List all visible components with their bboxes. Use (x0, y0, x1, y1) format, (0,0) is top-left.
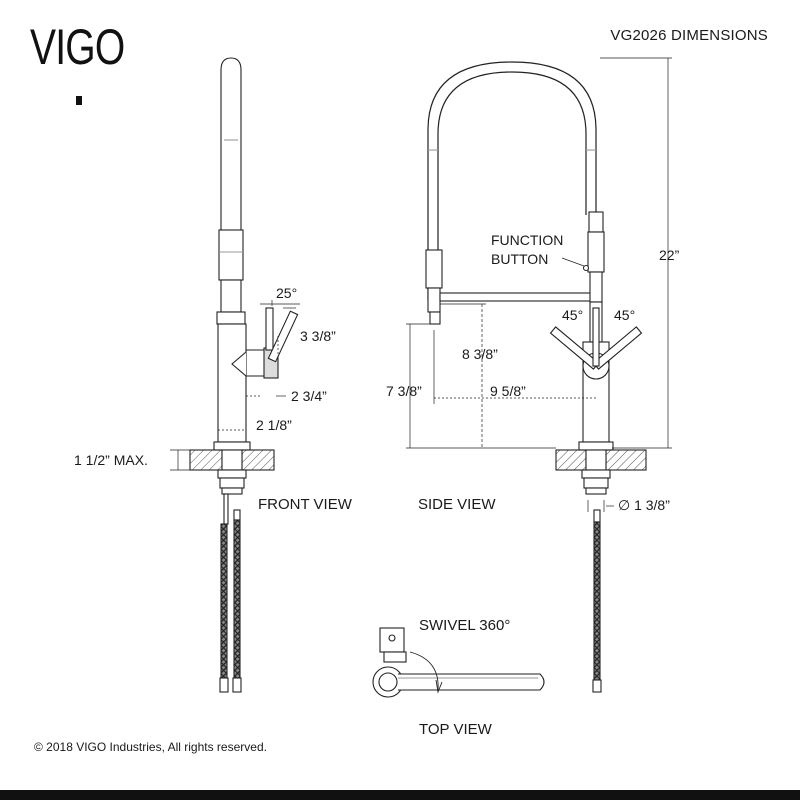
swivel-label: SWIVEL 360° (419, 617, 511, 634)
spout-clearance-label: 7 3/8” (386, 383, 422, 399)
spout-height-label: 8 3/8” (462, 346, 498, 362)
base-width-label: 2 1/8” (256, 417, 292, 433)
spout-reach-label: 9 5/8” (490, 383, 526, 399)
handle-offset-label: 2 3/4” (291, 388, 327, 404)
top-view-label: TOP VIEW (419, 721, 492, 738)
front-view-dimensions (170, 300, 300, 471)
angle-25-label: 25° (276, 285, 298, 301)
handle-height-label: 3 3/8” (300, 328, 336, 344)
vigo-logo: VIGO (30, 19, 125, 75)
front-view-label: FRONT VIEW (258, 496, 352, 513)
angle-left-label: 45° (562, 307, 584, 323)
angle-right-label: 45° (614, 307, 636, 323)
top-view-faucet (372, 627, 545, 698)
function-button-label-line1: FUNCTION (491, 232, 564, 248)
function-button-label-line2: BUTTON (491, 251, 549, 267)
deck-max-label: 1 1/2” MAX. (74, 452, 148, 468)
logo-accent-mark (76, 96, 82, 105)
bottom-bar (0, 790, 800, 800)
side-view-label: SIDE VIEW (418, 496, 496, 513)
page-title: VG2026 DIMENSIONS (610, 27, 768, 44)
copyright-notice: © 2018 VIGO Industries, All rights reser… (34, 740, 267, 754)
hole-diameter-label: ∅ 1 3/8” (618, 497, 670, 513)
front-view-faucet (189, 57, 299, 693)
total-height-label: 22” (659, 247, 680, 263)
side-view-dimensions (406, 57, 672, 512)
side-view-faucet (425, 61, 647, 693)
